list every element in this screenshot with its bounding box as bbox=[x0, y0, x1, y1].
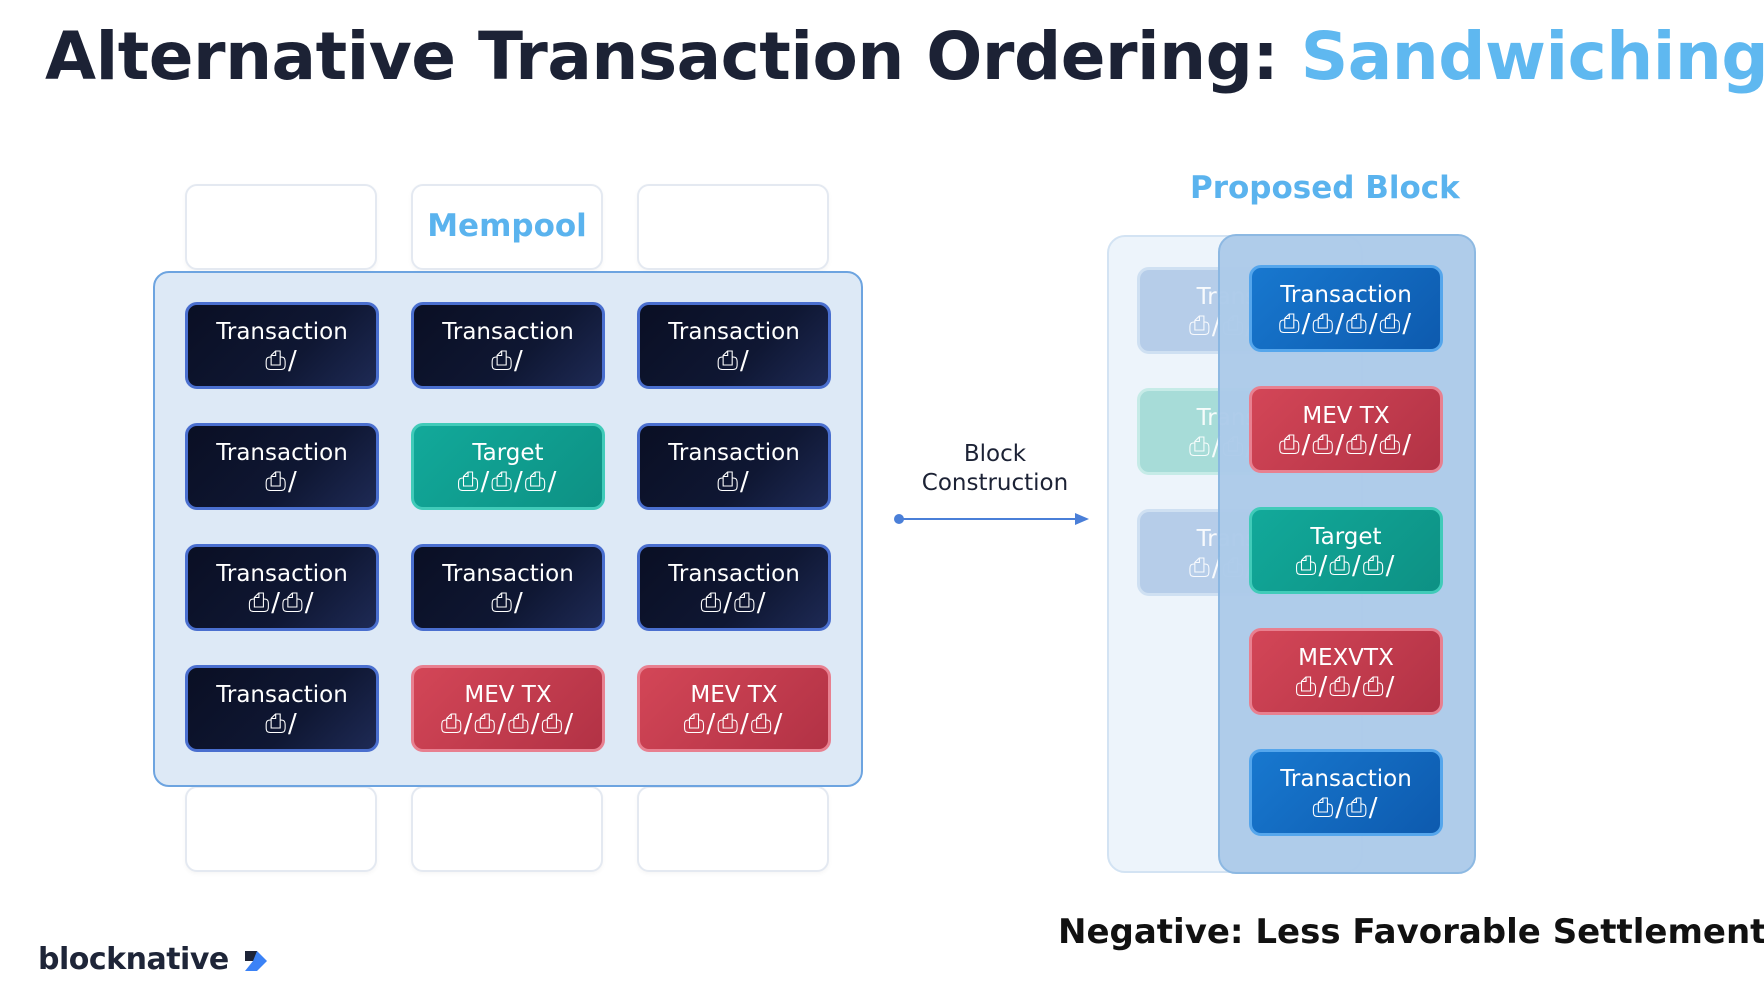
mempool-card: Transaction⎙/ bbox=[185, 423, 379, 510]
mempool-card-label: MEV TX bbox=[464, 682, 552, 708]
document-icon: ⎙/ bbox=[265, 467, 299, 497]
block-construction-arrow bbox=[894, 513, 1089, 525]
mempool-card-label: Transaction bbox=[216, 319, 348, 345]
document-icon: ⎙/⎙/⎙/ bbox=[1295, 551, 1397, 581]
proposed-block-card: Target⎙/⎙/⎙/ bbox=[1249, 507, 1443, 594]
block-construction-line2: Construction bbox=[921, 470, 1069, 496]
mempool-card-label: Transaction bbox=[216, 440, 348, 466]
document-icon: ⎙/⎙/⎙/⎙/ bbox=[1278, 309, 1414, 339]
proposed-block-card-label: Target bbox=[1310, 524, 1382, 550]
mempool-card-label: Transaction bbox=[442, 319, 574, 345]
document-icon: ⎙/ bbox=[491, 588, 525, 618]
mempool-card-label: Transaction bbox=[668, 440, 800, 466]
proposed-block-title: Proposed Block bbox=[1190, 170, 1460, 206]
document-icon: ⎙/⎙/⎙/⎙/ bbox=[1278, 430, 1414, 460]
mempool-card-label: Transaction bbox=[668, 561, 800, 587]
mempool-card-label: MEV TX bbox=[690, 682, 778, 708]
mempool-slot-bottom-3 bbox=[637, 786, 829, 872]
proposed-block-card: MEV TX⎙/⎙/⎙/⎙/ bbox=[1249, 386, 1443, 473]
mempool-card-label: Transaction bbox=[216, 682, 348, 708]
mempool-card-label: Target bbox=[472, 440, 544, 466]
blocknative-logo: blocknative bbox=[38, 942, 269, 977]
proposed-block-card-label: MEXVTX bbox=[1298, 645, 1394, 671]
block-construction-line1: Block bbox=[963, 441, 1027, 467]
document-icon: ⎙/⎙/ bbox=[700, 588, 768, 618]
proposed-block-card: Transaction⎙/⎙/⎙/⎙/ bbox=[1249, 265, 1443, 352]
proposed-block-card-label: Transaction bbox=[1280, 282, 1412, 308]
mempool-card: MEV TX⎙/⎙/⎙/⎙/ bbox=[411, 665, 605, 752]
document-icon: ⎙/ bbox=[717, 467, 751, 497]
document-icon: ⎙/⎙/⎙/⎙/ bbox=[440, 709, 576, 739]
mempool-card-label: Transaction bbox=[668, 319, 800, 345]
document-icon: ⎙/⎙/ bbox=[248, 588, 316, 618]
document-icon: ⎙/⎙/⎙/ bbox=[1295, 672, 1397, 702]
mempool-card: Transaction⎙/ bbox=[637, 423, 831, 510]
mempool-slot-top-3 bbox=[637, 184, 829, 270]
title-main: Alternative Transaction Ordering: bbox=[45, 18, 1301, 95]
block-construction-label: Block Construction bbox=[895, 440, 1095, 498]
arrow-head bbox=[1075, 513, 1089, 525]
mempool-card: Transaction⎙/ bbox=[185, 665, 379, 752]
document-icon: ⎙/ bbox=[717, 346, 751, 376]
caption: Negative: Less Favorable Settlement bbox=[1058, 912, 1764, 952]
mempool-card: Target⎙/⎙/⎙/ bbox=[411, 423, 605, 510]
mempool-card-label: Transaction bbox=[442, 561, 574, 587]
mempool-card: Transaction⎙/⎙/ bbox=[637, 544, 831, 631]
mempool-slot-bottom-1 bbox=[185, 786, 377, 872]
mempool-slot-top-2: Mempool bbox=[411, 184, 603, 270]
mempool-card: Transaction⎙/ bbox=[185, 302, 379, 389]
title-highlight: Sandwiching bbox=[1300, 18, 1764, 95]
document-icon: ⎙/⎙/⎙/ bbox=[457, 467, 559, 497]
mempool-card: Transaction⎙/⎙/ bbox=[185, 544, 379, 631]
page-title: Alternative Transaction Ordering: Sandwi… bbox=[45, 18, 1764, 95]
mempool-card: Transaction⎙/ bbox=[411, 302, 605, 389]
document-icon: ⎙/ bbox=[265, 709, 299, 739]
document-icon: ⎙/ bbox=[265, 346, 299, 376]
proposed-block-card: MEXVTX⎙/⎙/⎙/ bbox=[1249, 628, 1443, 715]
mempool-slot-bottom-2 bbox=[411, 786, 603, 872]
mempool-slot-top-1 bbox=[185, 184, 377, 270]
proposed-block-card: Transaction⎙/⎙/ bbox=[1249, 749, 1443, 836]
logo-text: blocknative bbox=[38, 942, 229, 977]
document-icon: ⎙/⎙/⎙/ bbox=[683, 709, 785, 739]
mempool-card: MEV TX⎙/⎙/⎙/ bbox=[637, 665, 831, 752]
mempool-card: Transaction⎙/ bbox=[411, 544, 605, 631]
mempool-card-label: Transaction bbox=[216, 561, 348, 587]
mempool-label: Mempool bbox=[427, 208, 587, 244]
mempool-card: Transaction⎙/ bbox=[637, 302, 831, 389]
proposed-block-card-label: MEV TX bbox=[1302, 403, 1390, 429]
document-icon: ⎙/ bbox=[491, 346, 525, 376]
document-icon: ⎙/⎙/ bbox=[1312, 793, 1380, 823]
proposed-block-card-label: Transaction bbox=[1280, 766, 1412, 792]
logo-mark-icon bbox=[244, 950, 267, 971]
